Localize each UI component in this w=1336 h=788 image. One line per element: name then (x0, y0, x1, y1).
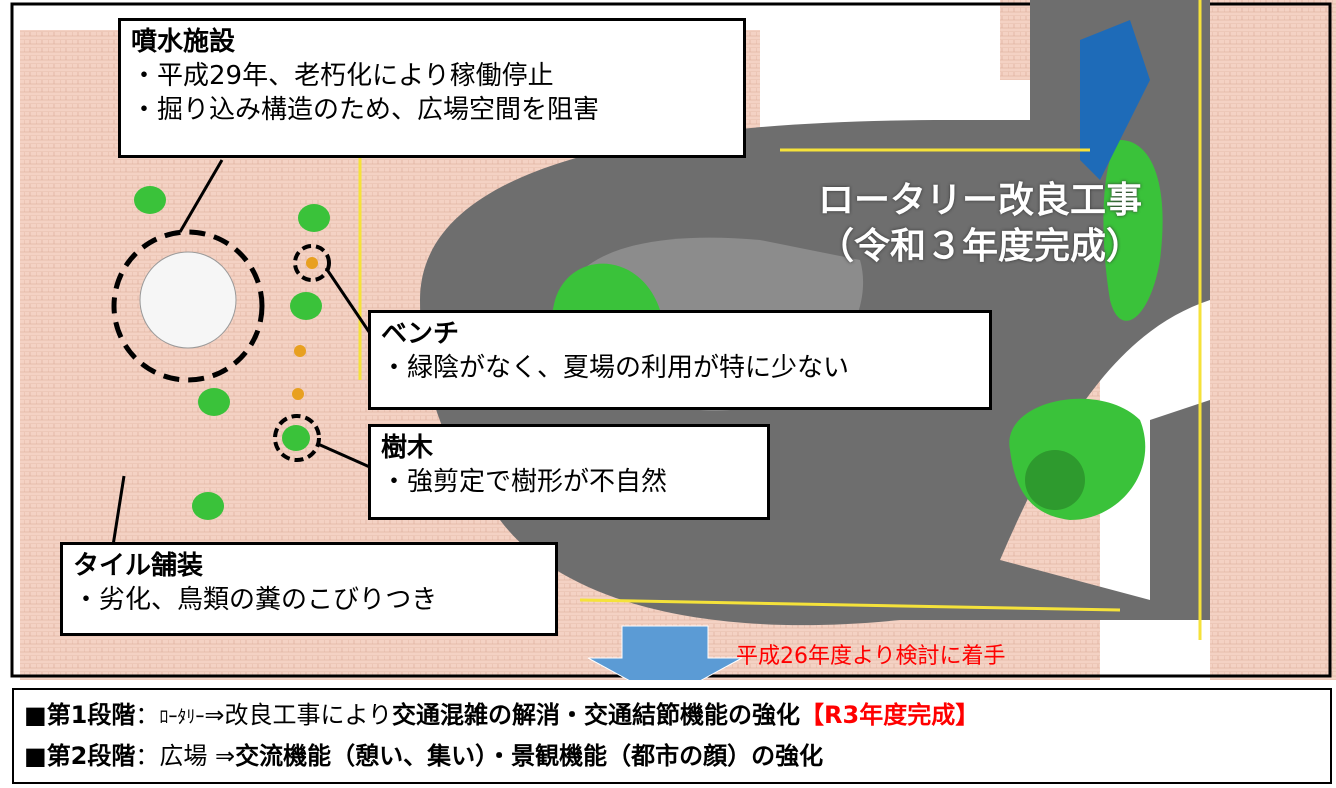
rotary-label-line2: （令和３年度完成） (817, 226, 1142, 267)
tree-ring (273, 414, 321, 462)
stage-1-mark: ■ (24, 701, 47, 729)
stage-1-subject: ﾛｰﾀﾘｰ (159, 707, 205, 728)
tile-callout: タイル舗装 ・劣化、鳥類の糞のこびりつき (60, 542, 558, 636)
trees-title: 樹木 (381, 433, 434, 463)
stage-1-sep: ： (135, 701, 160, 729)
bench-callout: ベンチ ・緑陰がなく、夏場の利用が特に少ない (368, 310, 992, 410)
fountain-callout: 噴水施設 ・平成29年、老朽化により稼働停止 ・掘り込み構造のため、広場空間を阻… (118, 18, 746, 158)
fountain-circle (111, 229, 265, 383)
stage-2-name: 第2段階 (46, 742, 136, 770)
down-arrow (587, 625, 743, 680)
stage-2: ■第2段階：広場 ⇒交流機能（憩い、集い）・景観機能（都市の顔）の強化 (24, 737, 1320, 775)
bench-ring (293, 244, 331, 282)
stage-2-goal: 交流機能（憩い、集い）・景観機能（都市の顔）の強化 (235, 742, 824, 770)
rotary-label-line1: ロータリー改良工事 (817, 180, 1142, 221)
stage-1-goal: 交通混雑の解消・交通結節機能の強化 (392, 701, 801, 729)
stage-1-arrow: ⇒ (204, 701, 225, 729)
stage-1: ■第1段階：ﾛｰﾀﾘｰ⇒改良工事により交通混雑の解消・交通結節機能の強化【R3年… (24, 696, 1320, 737)
stage-1-pre: 改良工事により (224, 701, 393, 729)
tree-markers (134, 186, 330, 520)
stage-2-arrow: ⇒ (215, 742, 236, 770)
fountain-line-2: ・掘り込み構造のため、広場空間を阻害 (131, 95, 600, 125)
bench-markers (292, 257, 318, 400)
rotary-label: ロータリー改良工事 （令和３年度完成） (760, 178, 1200, 270)
stage-2-sep: ： (135, 742, 160, 770)
bench-line-1: ・緑陰がなく、夏場の利用が特に少ない (381, 353, 850, 383)
tile-line-1: ・劣化、鳥類の糞のこびりつき (73, 585, 438, 615)
stage-1-name: 第1段階 (46, 701, 136, 729)
stage-2-subject: 広場 (159, 742, 216, 770)
start-note: 平成26年度より検討に着手 (736, 644, 1006, 669)
fountain-line-1: ・平成29年、老朽化により稼働停止 (131, 61, 554, 91)
bench-title: ベンチ (381, 319, 460, 349)
stage-2-mark: ■ (24, 742, 47, 770)
fountain-title: 噴水施設 (131, 27, 236, 57)
stage-1-status: 【R3年度完成】 (800, 701, 980, 729)
trees-callout: 樹木 ・強剪定で樹形が不自然 (368, 424, 770, 520)
stages-box: ■第1段階：ﾛｰﾀﾘｰ⇒改良工事により交通混雑の解消・交通結節機能の強化【R3年… (12, 688, 1332, 784)
trees-line-1: ・強剪定で樹形が不自然 (381, 467, 668, 497)
tile-title: タイル舗装 (73, 551, 204, 581)
